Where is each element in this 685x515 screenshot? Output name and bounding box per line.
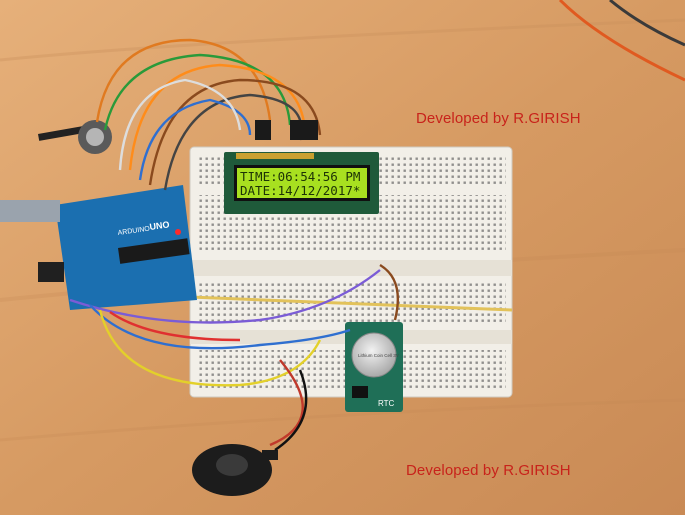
orange-power-wire: [558, 0, 685, 82]
arduino-model-label: UNO: [149, 219, 170, 232]
lcd-pin-headers: [255, 120, 318, 140]
jumper-wires: [69, 38, 399, 451]
lcd-screen: [237, 168, 367, 198]
lcd-module: TIME:06:54:56 PM DATE:14/12/2017*: [224, 152, 379, 214]
lcd-line-1: TIME:06:54:56 PM: [240, 169, 360, 184]
coin-cell-battery: [351, 332, 397, 378]
potentiometer: [37, 120, 112, 154]
arduino-brand-label: ARDUINO: [117, 225, 150, 237]
arduino-uno-board: ARDUINO UNO: [0, 185, 197, 310]
watermark-top: Developed by R.GIRISH: [416, 110, 581, 127]
rtc-module: Lithium Coin Cell 3V RTC: [345, 322, 403, 412]
rtc-label: RTC: [378, 399, 395, 408]
power-led: [175, 229, 181, 235]
battery-label: Lithium Coin Cell 3V: [358, 353, 399, 358]
lcd-line-2: DATE:14/12/2017*: [240, 183, 360, 198]
dark-power-wire: [609, 0, 685, 47]
buzzer: [192, 444, 278, 496]
watermark-bottom: Developed by R.GIRISH: [406, 462, 571, 479]
